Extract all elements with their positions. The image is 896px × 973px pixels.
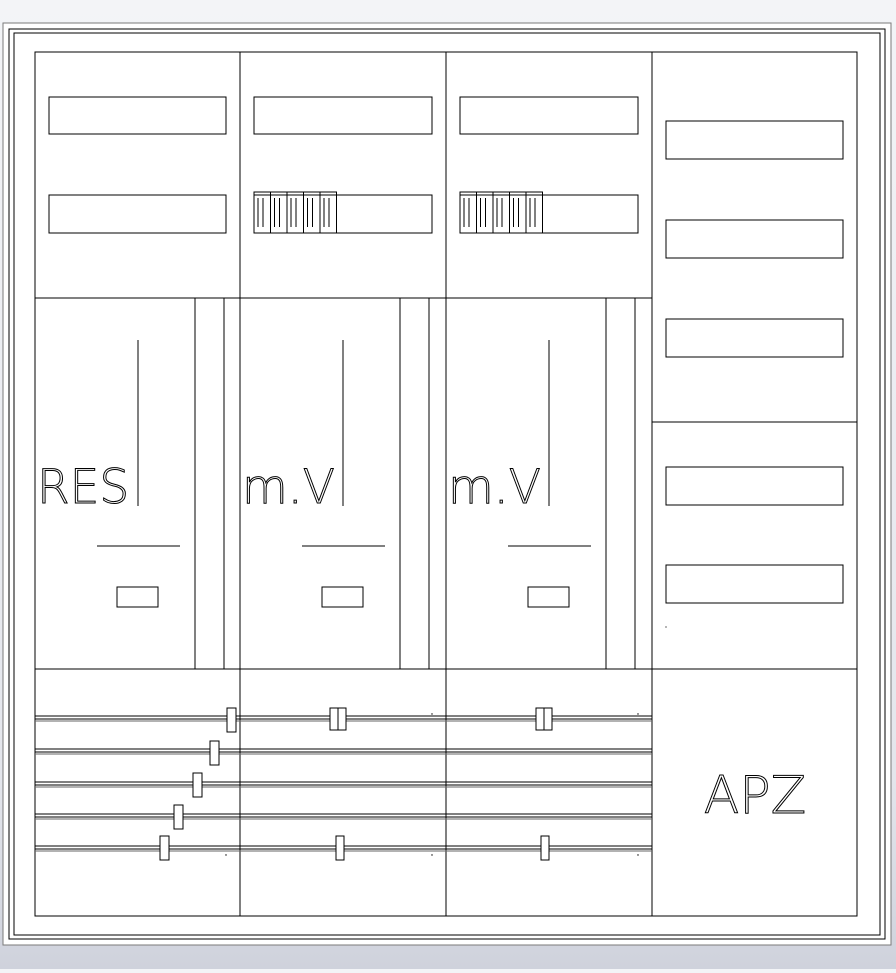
field-label: m.V bbox=[448, 460, 541, 515]
rail-clamp bbox=[329, 707, 339, 731]
meter-field bbox=[302, 298, 430, 669]
breaker-group bbox=[253, 191, 337, 234]
cabinet-grid bbox=[34, 51, 858, 917]
rail-clamp bbox=[543, 707, 553, 731]
rail-clamp bbox=[226, 707, 237, 733]
breaker-module bbox=[319, 191, 337, 234]
marker-dot bbox=[637, 713, 639, 715]
marker-dot bbox=[431, 854, 433, 856]
breaker-module bbox=[525, 191, 543, 234]
rail-clamp bbox=[159, 835, 170, 861]
meter-field bbox=[508, 298, 636, 669]
field-label: RES bbox=[37, 460, 129, 515]
right-device-strips bbox=[665, 120, 844, 604]
field-label: m.V bbox=[242, 460, 335, 515]
din-rail bbox=[35, 748, 652, 755]
din-rail bbox=[35, 781, 652, 788]
rail-clamp bbox=[535, 707, 545, 731]
apz-label: APZ bbox=[704, 766, 807, 826]
rail-clamp bbox=[173, 804, 184, 830]
marker-dot bbox=[665, 626, 667, 628]
marker-dot bbox=[637, 854, 639, 856]
meter-plate bbox=[116, 586, 159, 608]
rail-clamp bbox=[209, 740, 220, 766]
rail-clamp bbox=[192, 772, 203, 798]
rail-section bbox=[35, 707, 652, 861]
meter-fields: RES m.V m.V bbox=[37, 298, 636, 669]
marker-dot bbox=[431, 713, 433, 715]
inner-frame bbox=[13, 32, 881, 936]
outer-frame bbox=[8, 28, 886, 940]
marker-dot bbox=[225, 854, 227, 856]
meter-field bbox=[97, 298, 225, 669]
meter-plate bbox=[527, 586, 570, 608]
rail-clamp bbox=[540, 835, 550, 861]
breaker-group bbox=[459, 191, 543, 234]
rail-clamp bbox=[337, 707, 347, 731]
rail-clamp bbox=[335, 835, 345, 861]
meter-plate bbox=[321, 586, 364, 608]
din-rail bbox=[35, 813, 652, 820]
paper-sheet bbox=[2, 22, 892, 946]
